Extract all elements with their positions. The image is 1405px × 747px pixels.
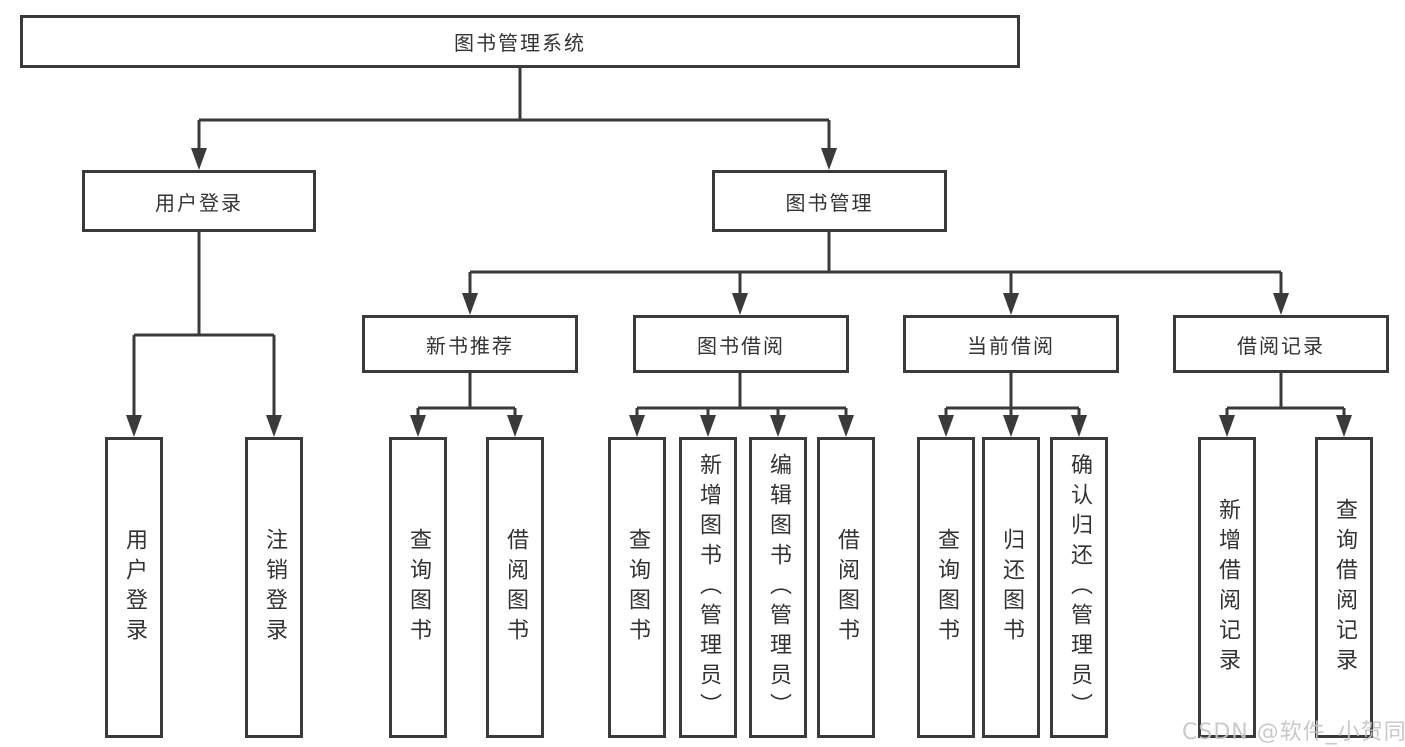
node-book-management: 图书管理 [712,170,947,232]
leaf-logout: 注销登录 [245,437,303,738]
leaf-borrow-books-2: 借阅图书 [817,437,875,738]
leaf-edit-books-admin: 编辑图书（管理员） [749,437,807,738]
leaf-add-borrow-record: 新增借阅记录 [1198,437,1256,738]
connectors [132,68,1346,419]
node-current-borrow: 当前借阅 [903,315,1119,373]
node-new-book-recommend: 新书推荐 [362,315,578,373]
leaf-confirm-return-admin: 确认归还（管理员） [1050,437,1108,738]
node-book-borrow: 图书借阅 [633,315,849,373]
node-root-library-system: 图书管理系统 [20,15,1020,68]
leaf-borrow-books-1: 借阅图书 [486,437,544,738]
leaf-return-books: 归还图书 [982,437,1040,738]
csdn-watermark: CSDN @软件_小贺同学 [1182,720,1405,745]
leaf-query-books-1: 查询图书 [389,437,447,738]
leaf-query-borrow-record: 查询借阅记录 [1315,437,1373,738]
node-borrow-records: 借阅记录 [1173,315,1389,373]
leaf-query-books-2: 查询图书 [608,437,666,738]
leaf-add-books-admin: 新增图书（管理员） [679,437,737,738]
leaf-query-books-3: 查询图书 [917,437,975,738]
leaf-user-login: 用户登录 [105,437,163,738]
node-user-login: 用户登录 [82,170,316,232]
arrowheads [126,148,1352,437]
